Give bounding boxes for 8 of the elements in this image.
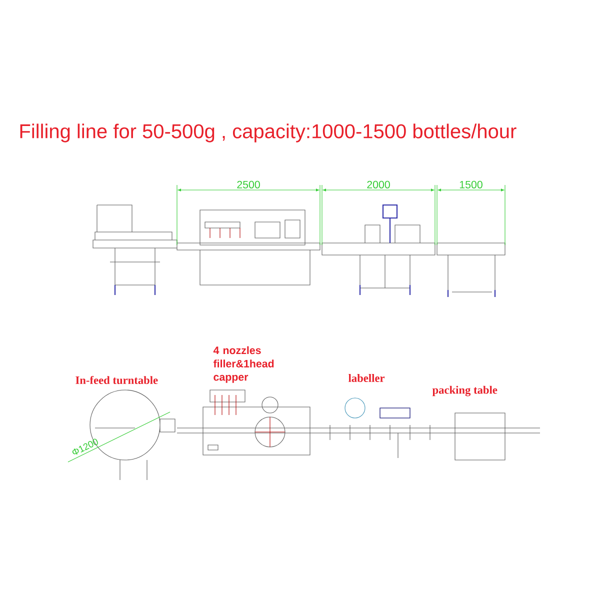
part-label: In-feed turntable (76, 376, 158, 384)
part-label: 4 nozzles filler&1head capper (213, 346, 274, 383)
title: Filling line for 50-500g , capacity:1000-1500 bottles/hour (20, 124, 516, 142)
part-label: packing table (432, 386, 498, 396)
dimension-label: 1500 (460, 180, 482, 188)
dimension-label: 2000 (367, 180, 390, 188)
dimension-label: 2500 (237, 180, 260, 188)
part-label: labeller (348, 374, 385, 382)
